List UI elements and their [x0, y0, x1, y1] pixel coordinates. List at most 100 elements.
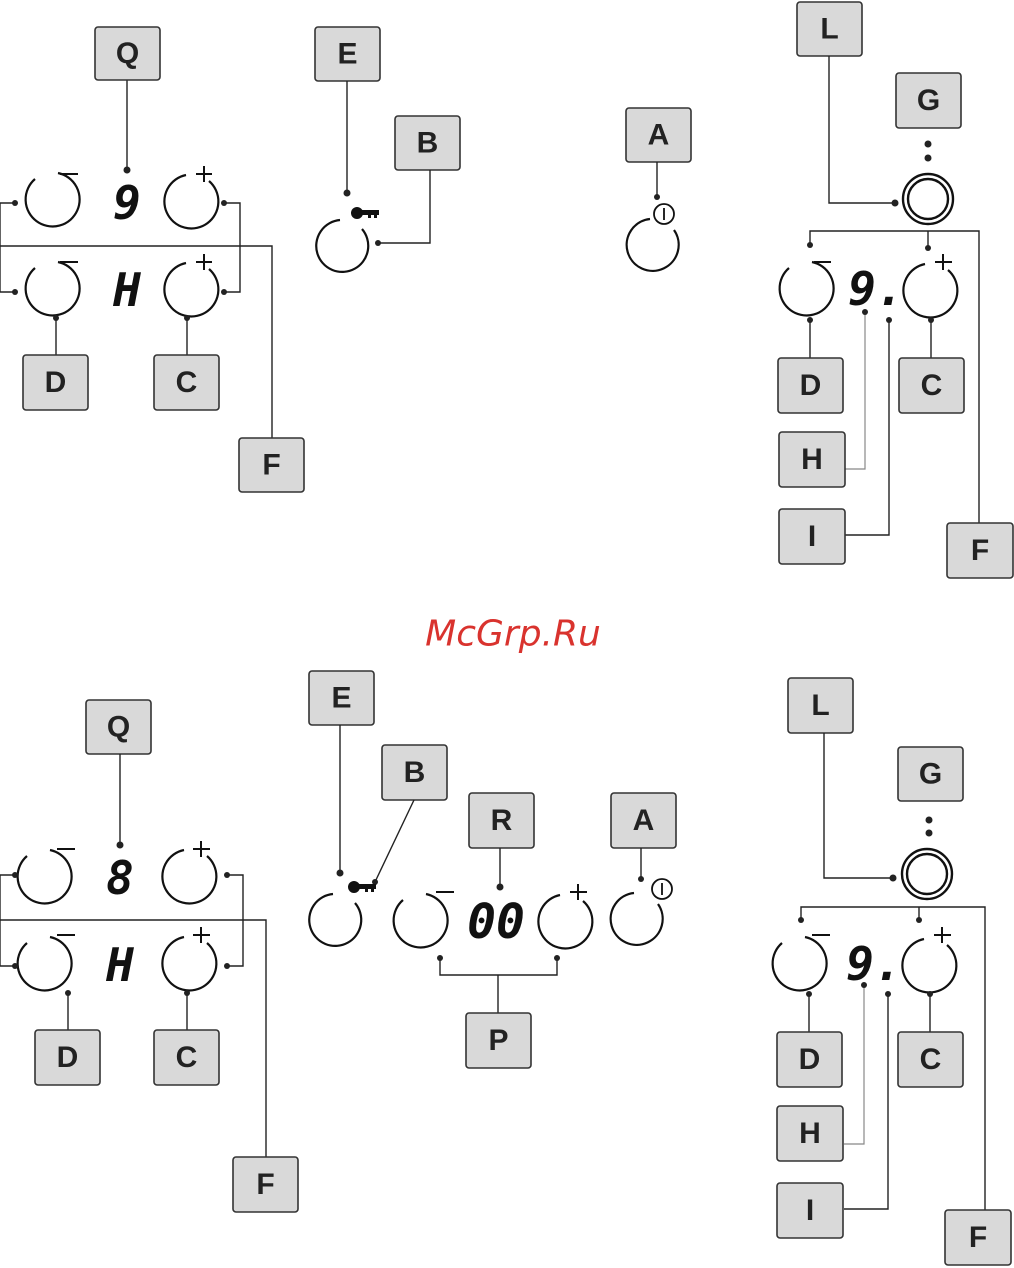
minus-button-top-row-b[interactable] [18, 849, 75, 903]
label-c-bottom-right: C [898, 1032, 963, 1087]
svg-text:E: E [337, 38, 357, 71]
label-q-bottom: Q [86, 700, 151, 754]
svg-text:F: F [971, 534, 989, 567]
plus-button-bottom-row[interactable] [164, 254, 218, 316]
svg-text:H: H [799, 1117, 821, 1150]
zone-select-button-top[interactable] [903, 174, 953, 224]
timer-plus-button[interactable] [538, 884, 592, 948]
plus-button-top-row[interactable] [164, 166, 218, 228]
zone-display-bottom: H [112, 263, 141, 317]
key-icon [351, 207, 379, 219]
timer-group: R 00 P [394, 793, 593, 1068]
svg-text:F: F [969, 1221, 987, 1254]
label-d-bottom-left: D [35, 1030, 100, 1085]
label-e-bottom: E [309, 671, 374, 725]
top-left-zone-group: Q 9 H [0, 27, 304, 492]
svg-text:A: A [633, 804, 655, 837]
zone-display-right-bottom: 9. [846, 937, 901, 991]
svg-text:Q: Q [107, 711, 130, 744]
svg-text:G: G [919, 758, 942, 791]
lock-button-top[interactable] [316, 220, 368, 272]
timer-minus-button[interactable] [394, 892, 454, 947]
label-f-bottom-left: F [233, 1157, 298, 1212]
svg-text:D: D [45, 366, 67, 399]
svg-text:D: D [799, 1043, 821, 1076]
svg-text:Q: Q [116, 37, 139, 70]
plus-button-right-bottom[interactable] [902, 927, 956, 992]
top-right-zone-group: L G 9. D [778, 2, 1013, 578]
label-g-top: G [896, 73, 961, 128]
svg-text:L: L [811, 689, 829, 722]
svg-text:A: A [648, 119, 670, 152]
svg-text:P: P [488, 1024, 508, 1057]
label-c-top-left: C [154, 355, 219, 410]
svg-text:C: C [176, 1041, 198, 1074]
zone-display-right-top: 9. [848, 262, 903, 316]
minus-button-right-bottom[interactable] [773, 935, 830, 990]
bottom-lock-group: E B [309, 671, 447, 946]
svg-text:E: E [331, 682, 351, 715]
svg-text:C: C [920, 1043, 942, 1076]
power-button-bottom[interactable] [611, 893, 663, 945]
bottom-left-zone-group: Q 8 H F [0, 700, 298, 1212]
svg-text:H: H [801, 443, 823, 476]
label-i-bottom: I [777, 1183, 843, 1238]
timer-display: 00 [467, 894, 525, 950]
label-l-bottom: L [788, 678, 853, 733]
svg-text:I: I [806, 1194, 814, 1227]
top-lock-group: E B [315, 27, 460, 272]
zone-display-bottom-b: H [105, 938, 134, 992]
svg-text:B: B [417, 127, 439, 160]
label-p: P [466, 1013, 531, 1068]
svg-text:D: D [800, 369, 822, 402]
power-button-top[interactable] [627, 219, 679, 271]
watermark-text: McGrp.Ru [425, 614, 601, 655]
label-c-bottom-left: C [154, 1030, 219, 1085]
svg-text:F: F [256, 1168, 274, 1201]
label-h-bottom: H [777, 1106, 843, 1161]
svg-text:L: L [820, 13, 838, 46]
key-icon [348, 881, 376, 893]
label-d-top-left: D [23, 355, 88, 410]
minus-button-right-top[interactable] [780, 262, 834, 315]
label-d-top-right: D [778, 358, 843, 413]
label-f-top-right: F [947, 523, 1013, 578]
svg-text:R: R [491, 804, 513, 837]
zone-select-button-bottom[interactable] [902, 849, 952, 899]
top-power-group: A [626, 108, 691, 271]
plus-button-right-top[interactable] [903, 254, 957, 317]
label-f-top-left: F [239, 438, 304, 492]
plus-button-bottom-row-b[interactable] [162, 927, 216, 990]
svg-text:F: F [262, 449, 280, 482]
label-b-bottom: B [382, 745, 447, 800]
svg-text:I: I [808, 520, 816, 553]
label-q-top: Q [95, 27, 160, 80]
label-d-bottom-right: D [777, 1032, 842, 1087]
svg-text:C: C [176, 366, 198, 399]
bottom-power-group: A [611, 793, 676, 945]
label-a-top: A [626, 108, 691, 162]
lock-button-bottom[interactable] [309, 894, 361, 946]
minus-button-top-row[interactable] [26, 173, 80, 226]
minus-button-bottom-row-b[interactable] [18, 935, 75, 990]
label-b-top: B [395, 116, 460, 170]
label-e-top: E [315, 27, 380, 81]
label-c-top-right: C [899, 358, 964, 413]
label-h-top: H [779, 432, 845, 487]
svg-text:B: B [404, 756, 426, 789]
plus-button-top-row-b[interactable] [162, 841, 216, 903]
zone-display-top: 9 [113, 176, 141, 230]
svg-text:C: C [921, 369, 943, 402]
svg-text:G: G [917, 84, 940, 117]
bottom-right-zone-group: L G 9. D [773, 678, 1011, 1265]
power-icon-top [654, 204, 674, 224]
zone-display-top-b: 8 [106, 851, 134, 905]
label-i-top: I [779, 509, 845, 564]
label-g-bottom: G [898, 747, 963, 801]
label-l-top: L [797, 2, 862, 56]
svg-text:D: D [57, 1041, 79, 1074]
label-f-bottom-right: F [945, 1210, 1011, 1265]
minus-button-bottom-row[interactable] [26, 262, 80, 315]
label-a-bottom: A [611, 793, 676, 848]
